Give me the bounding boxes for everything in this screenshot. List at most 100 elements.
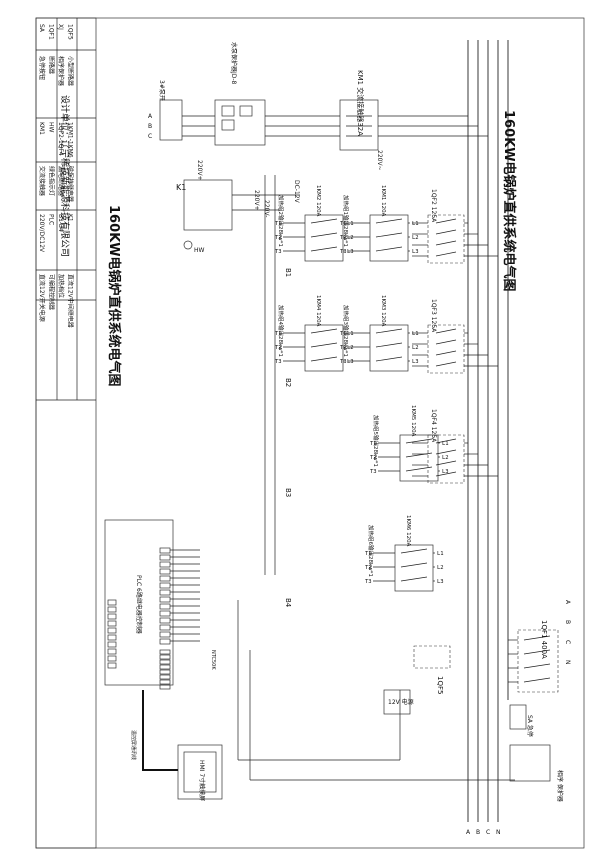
legend-name: 相序保护器 <box>57 56 65 86</box>
legend-code: PLC <box>48 214 55 225</box>
legend-code: 1KM1-1KM6 <box>67 122 74 158</box>
contact <box>310 246 338 252</box>
legend-name: 交流接触器 <box>38 166 46 196</box>
bus-label: B <box>476 829 480 836</box>
terminal-t: T2 <box>365 565 372 571</box>
contact <box>400 562 428 568</box>
plc-terminal <box>159 679 171 685</box>
terminal-l: L2 <box>347 345 354 351</box>
legend-name: 可编程控制器 <box>48 274 56 310</box>
svg-text:220V~: 220V~ <box>376 150 383 171</box>
svg-text:220V-: 220V- <box>263 200 270 217</box>
contact <box>310 218 338 224</box>
legend-code: SA <box>38 24 45 33</box>
svg-text:水泵保护器JD-8: 水泵保护器JD-8 <box>230 42 238 85</box>
breaker-label: 1QF4 125A <box>430 409 437 443</box>
legend-name: 绿色指示灯 <box>48 166 56 196</box>
contact <box>435 339 457 345</box>
terminal-l: L1 <box>412 331 419 337</box>
terminal-t: T1 <box>370 441 377 447</box>
legend-name: 小型断路器 <box>67 56 75 86</box>
terminal-l: L1 <box>347 221 354 227</box>
plc-terminal <box>159 674 171 680</box>
contact <box>310 232 338 238</box>
breaker-label: 1QF2 125A <box>430 189 437 223</box>
heater-label: 加热组2输出28kw*1 <box>277 195 285 247</box>
contact <box>435 438 457 444</box>
plc-terminal <box>159 638 171 645</box>
pump-protector: 水泵保护器JD-8 <box>214 42 340 146</box>
terminal-l: L3 <box>442 469 449 475</box>
km-relay-box <box>394 544 434 592</box>
contact <box>435 240 457 246</box>
plc-terminal <box>159 617 171 624</box>
breaker-4: 1QF4 125A <box>412 409 498 484</box>
plc-terminal <box>107 634 117 641</box>
main-breaker-area: 1QF1 400A SA 急停 相序 保护器 12V 电源 1QF5 <box>383 620 564 802</box>
contact <box>400 548 428 554</box>
legend-code: KM1 <box>38 122 45 135</box>
contact <box>523 677 551 683</box>
terminal-t: T2 <box>370 455 377 461</box>
bus-right-label: C <box>564 640 571 644</box>
legend-code: 1QF1 <box>48 24 55 40</box>
terminal-t: T3 <box>365 579 372 585</box>
svg-text:K1: K1 <box>176 183 186 192</box>
plc-terminal <box>107 662 117 669</box>
plc-terminal <box>159 610 171 617</box>
plc-terminal <box>159 624 171 631</box>
designer-credit: 设计单位：辽宁稀技新能源科技有限公司 <box>59 95 71 257</box>
breaker-label: 1QF3 125A <box>430 299 437 333</box>
drawing-title: 160KW电锅炉直供系统电气图 <box>501 110 517 292</box>
contact <box>375 232 403 238</box>
plc-controller: PLC 6路继电器控制器 NTC50K <box>104 519 216 690</box>
heater-label: 加热组6输出28kw*1 <box>367 525 375 577</box>
svg-text:SA 急停: SA 急停 <box>526 715 534 737</box>
svg-text:DC-12V: DC-12V <box>293 180 300 204</box>
legend-name: 断路器 <box>48 56 56 74</box>
km-label: 1KM4 120A <box>315 295 321 327</box>
plc-terminal <box>159 649 171 655</box>
gear-b1-label: B1 <box>284 268 292 277</box>
terminal-l: L2 <box>437 565 444 571</box>
terminal-l: L1 <box>442 441 449 447</box>
plc-terminal <box>159 547 171 554</box>
terminal-l: L2 <box>442 455 449 461</box>
svg-text:12V 电源: 12V 电源 <box>388 698 414 706</box>
svg-text:相序 保护器: 相序 保护器 <box>556 770 564 802</box>
terminal-t: T3 <box>370 469 377 475</box>
terminal-l: L3 <box>412 249 419 255</box>
legend-code: XJ <box>57 24 64 30</box>
contact <box>405 466 433 472</box>
plc-terminal <box>159 669 171 675</box>
contact <box>523 635 551 641</box>
plc-terminal <box>159 575 171 582</box>
terminal-t: T1 <box>275 221 282 227</box>
contact <box>375 218 403 224</box>
breaker-box <box>427 434 465 484</box>
legend-name: 漏电断路器 <box>57 166 65 196</box>
km-relay-box <box>369 214 409 262</box>
terminal-l: L3 <box>437 579 444 585</box>
contact <box>435 251 457 257</box>
contact <box>435 229 457 235</box>
svg-text:温控屏通讯线: 温控屏通讯线 <box>130 730 137 760</box>
contact <box>310 356 338 362</box>
plc-terminal <box>159 568 171 575</box>
svg-text:1QF1 400A: 1QF1 400A <box>540 620 548 659</box>
contact <box>310 328 338 334</box>
contact <box>435 460 457 466</box>
bus-right-label: B <box>564 620 571 624</box>
gear-b3-label: B3 <box>284 488 292 497</box>
km-label: 1KM6 120A <box>405 515 411 547</box>
km-relay-box <box>304 214 344 262</box>
legend-code: 1QF5 <box>67 24 74 40</box>
svg-text:A: A <box>148 113 153 120</box>
legend-name: 直流12V开关电源 <box>38 274 46 322</box>
km-label: 1KM5 120A <box>410 405 416 437</box>
heater-label: 加热组5输出28kw*1 <box>372 415 380 467</box>
heater-label: 加热组1输出28kw*1 <box>342 195 350 247</box>
